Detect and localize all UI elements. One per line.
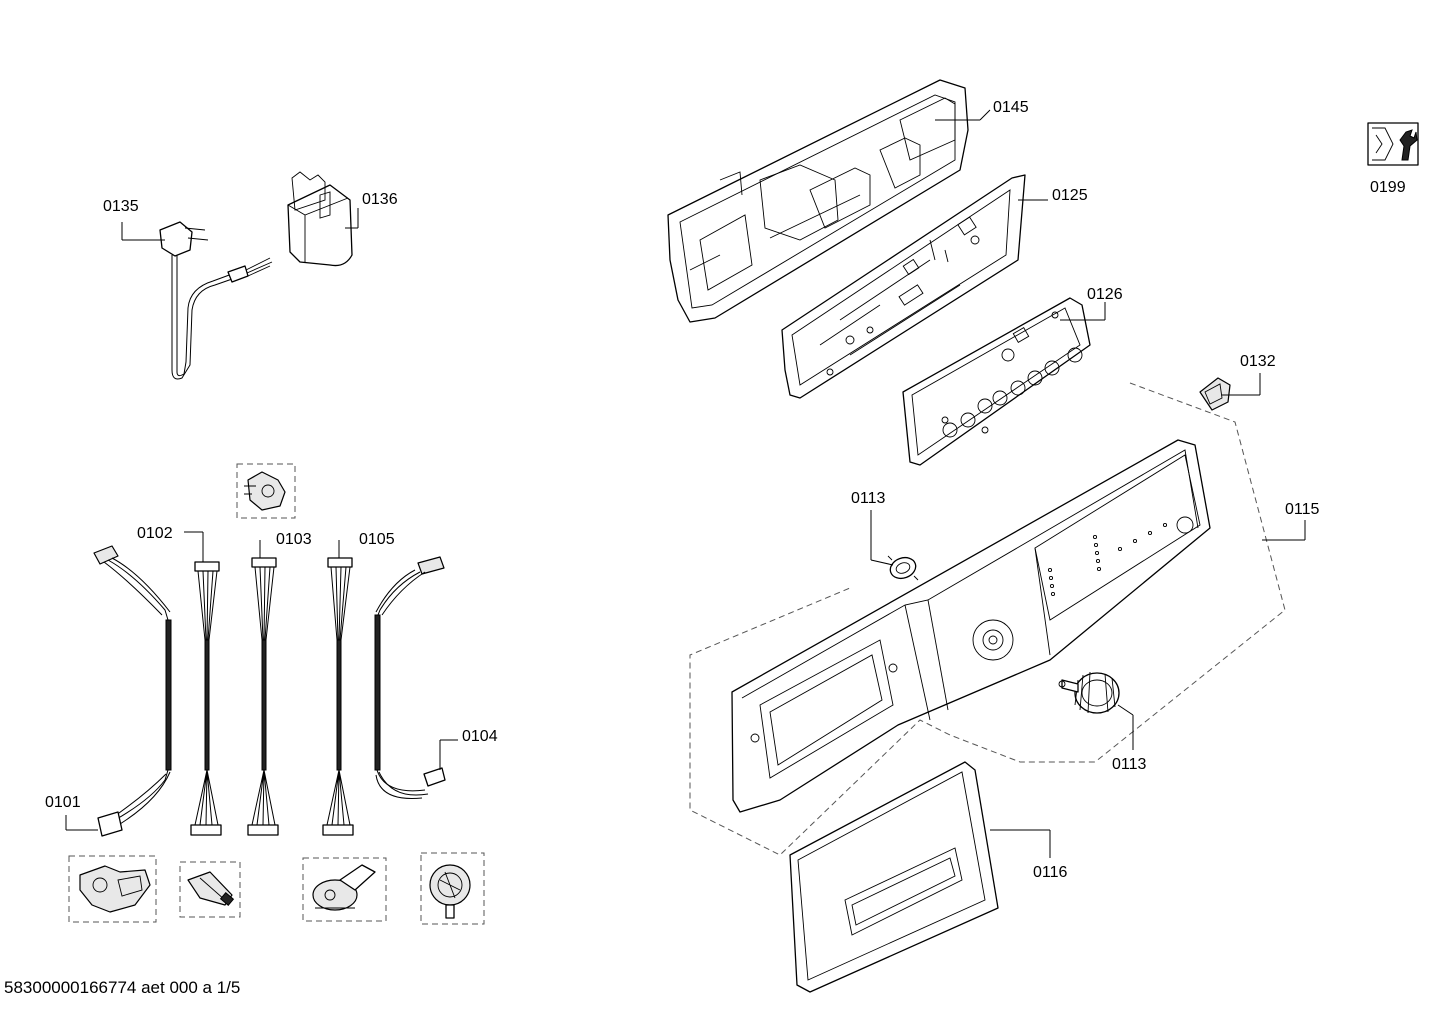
leader-0113-top-b [870,559,894,566]
label-0145[interactable]: 0145 [993,99,1029,116]
power-cord[interactable] [159,221,273,380]
label-0199[interactable]: 0199 [1370,179,1406,196]
label-0113-bottom[interactable]: 0113 [1112,756,1147,773]
wiring-harness-0105[interactable] [322,557,354,836]
label-0126[interactable]: 0126 [1087,286,1123,303]
label-0103[interactable]: 0103 [276,531,312,548]
control-board-0125[interactable] [781,174,1026,399]
indicator-leds [1047,522,1168,597]
program-knob[interactable] [1058,671,1120,714]
label-0101[interactable]: 0101 [45,794,81,811]
board-buttons [941,347,1083,438]
display-board-0126[interactable] [902,297,1091,466]
optional-part-box-pressure-switch[interactable] [420,852,485,925]
leader-0113-bottom [1117,704,1134,716]
clip-0132[interactable] [1199,377,1231,411]
label-0116[interactable]: 0116 [1033,864,1068,881]
wiring-harness-0103[interactable] [247,557,279,836]
optional-part-box-top[interactable] [236,463,296,519]
optional-part-box-sensor[interactable] [179,861,241,918]
label-0104[interactable]: 0104 [462,728,498,745]
leader-0145-tip [979,109,991,121]
label-0132[interactable]: 0132 [1240,353,1276,370]
assembly-boundary-0115 [689,382,1286,856]
label-0125[interactable]: 0125 [1052,187,1088,204]
label-0136[interactable]: 0136 [362,191,398,208]
optional-part-box-motor[interactable] [302,857,387,922]
wiring-harness-0102[interactable] [190,561,222,836]
control-panel-fascia[interactable] [731,439,1211,813]
wiring-harness-0101[interactable] [93,545,172,837]
label-0113-top[interactable]: 0113 [851,490,886,507]
detergent-drawer-front[interactable] [789,761,999,993]
label-0135[interactable]: 0135 [103,198,139,215]
optional-part-box-valve[interactable] [68,855,157,923]
wiring-harness-0104[interactable] [374,556,446,800]
label-0105[interactable]: 0105 [359,531,395,548]
label-0115[interactable]: 0115 [1285,501,1320,518]
interference-filter[interactable] [287,171,353,267]
wrench-icon[interactable] [1367,122,1419,166]
label-0102[interactable]: 0102 [137,525,173,542]
selector-knob-cap[interactable] [887,554,919,582]
control-module-housing[interactable] [667,79,969,323]
document-reference: 58300000166774 aet 000 a 1/5 [4,978,241,997]
